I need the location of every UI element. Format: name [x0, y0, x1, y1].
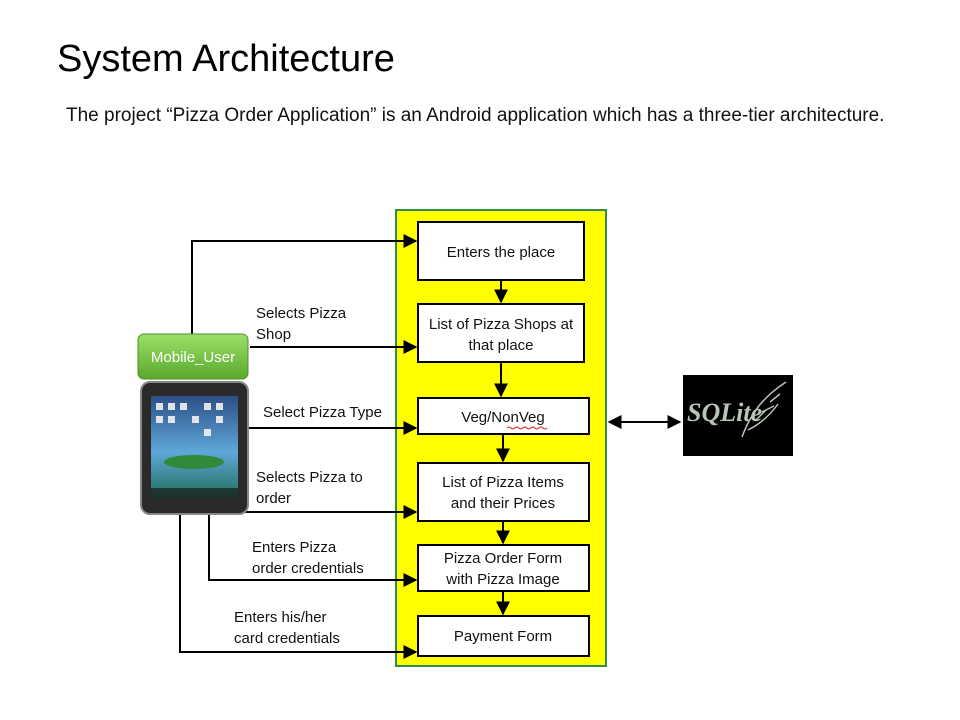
arrow-order-credentials: [208, 514, 418, 587]
sqlite-logo-background: [683, 375, 793, 456]
sqlite-wordmark: SQLite: [687, 398, 762, 427]
user-action-connectors: [179, 234, 418, 659]
action-order-credentials-label: Enters Pizza: [252, 539, 337, 556]
action-card-credentials-label: card credentials: [234, 630, 340, 647]
flow-step-label: Enters the place: [447, 244, 555, 261]
flow-step-label: with Pizza Image: [445, 571, 559, 588]
action-card-credentials-label: Enters his/her: [234, 609, 327, 626]
spellcheck-underline: [506, 426, 548, 430]
user-action-labels: Selects Pizza Shop Select Pizza Type Sel…: [234, 305, 382, 647]
action-selects-shop-label: Shop: [256, 326, 291, 343]
action-order-credentials-label: order credentials: [252, 560, 364, 577]
flow-step-order-form: Pizza Order Form with Pizza Image: [417, 544, 590, 592]
tablet-screen: [151, 396, 238, 498]
flow-step-payment: Payment Form: [417, 615, 590, 657]
tablet-device-icon: [140, 381, 249, 515]
flow-step-label: and their Prices: [451, 495, 555, 512]
action-select-type-label: Select Pizza Type: [263, 404, 382, 421]
flow-step-box: [417, 462, 590, 522]
slide-description: The project “Pizza Order Application” is…: [66, 105, 885, 126]
flow-step-label: Veg/NonVeg: [461, 409, 544, 426]
mobile-user-badge: Mobile_User: [137, 333, 249, 380]
flow-step-box: [417, 615, 590, 657]
arrow-card-credentials: [179, 514, 418, 659]
tablet-app-icons: [156, 403, 223, 436]
slide-title: System Architecture: [57, 38, 395, 80]
arrow-user-to-enters-place: [191, 234, 418, 334]
flow-step-label: Payment Form: [454, 628, 552, 645]
flow-step-box: [417, 544, 590, 592]
flow-step-label: List of Pizza Items: [442, 474, 564, 491]
action-selects-pizza-label: Selects Pizza to: [256, 469, 363, 486]
flow-step-pizza-items: List of Pizza Items and their Prices: [417, 462, 590, 522]
flow-step-label: List of Pizza Shops at: [429, 316, 574, 333]
tablet-dock: [151, 488, 238, 498]
sqlite-logo: SQLite: [683, 375, 793, 456]
flow-step-label: that place: [468, 337, 533, 354]
sqlite-feather-icon: [741, 381, 787, 438]
action-selects-pizza-label: order: [256, 490, 291, 507]
flow-connectors: [494, 280, 510, 616]
flow-step-box: [417, 221, 585, 281]
tablet-screen-island: [164, 455, 224, 469]
flow-step-enters-place: Enters the place: [417, 221, 585, 281]
user-badge-shape: [137, 333, 249, 380]
flow-step-label: Pizza Order Form: [444, 550, 562, 567]
action-selects-shop-label: Selects Pizza: [256, 305, 347, 322]
flow-step-veg-nonveg: Veg/NonVeg: [417, 397, 590, 435]
user-badge-label: Mobile_User: [151, 349, 235, 366]
flow-step-pizza-shops: List of Pizza Shops at that place: [417, 303, 585, 363]
